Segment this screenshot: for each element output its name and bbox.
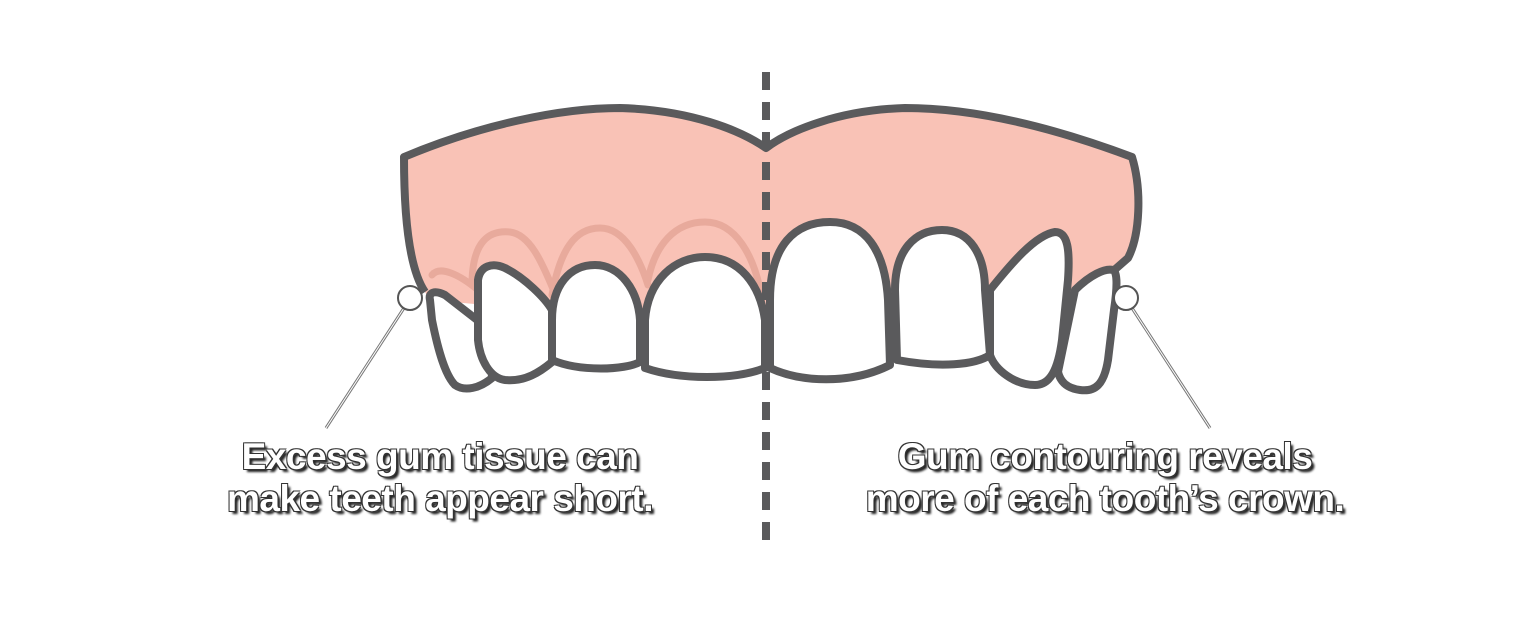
tooth-left-canine	[425, 288, 496, 393]
tooth-right-premolar	[986, 228, 1073, 389]
caption-before-line2: make teeth appear short.	[227, 478, 653, 519]
teeth	[425, 218, 1121, 395]
ghost-gumline-outlines	[428, 218, 766, 304]
tooth-left-central	[641, 253, 769, 381]
right-callout-pin	[1113, 285, 1212, 429]
tooth-right-canine	[1054, 265, 1121, 395]
caption-after: Gum contouring reveals more of each toot…	[845, 436, 1365, 520]
caption-before-line1: Excess gum tissue can	[241, 436, 639, 477]
left-callout-pin	[324, 285, 423, 429]
tooth-left-lateral	[548, 261, 644, 373]
caption-after-line1: Gum contouring reveals	[897, 436, 1313, 477]
tooth-right-central	[766, 218, 894, 384]
caption-after-line2: more of each tooth’s crown.	[865, 478, 1345, 519]
tooth-right-lateral	[891, 226, 994, 369]
caption-before: Excess gum tissue can make teeth appear …	[190, 436, 690, 520]
